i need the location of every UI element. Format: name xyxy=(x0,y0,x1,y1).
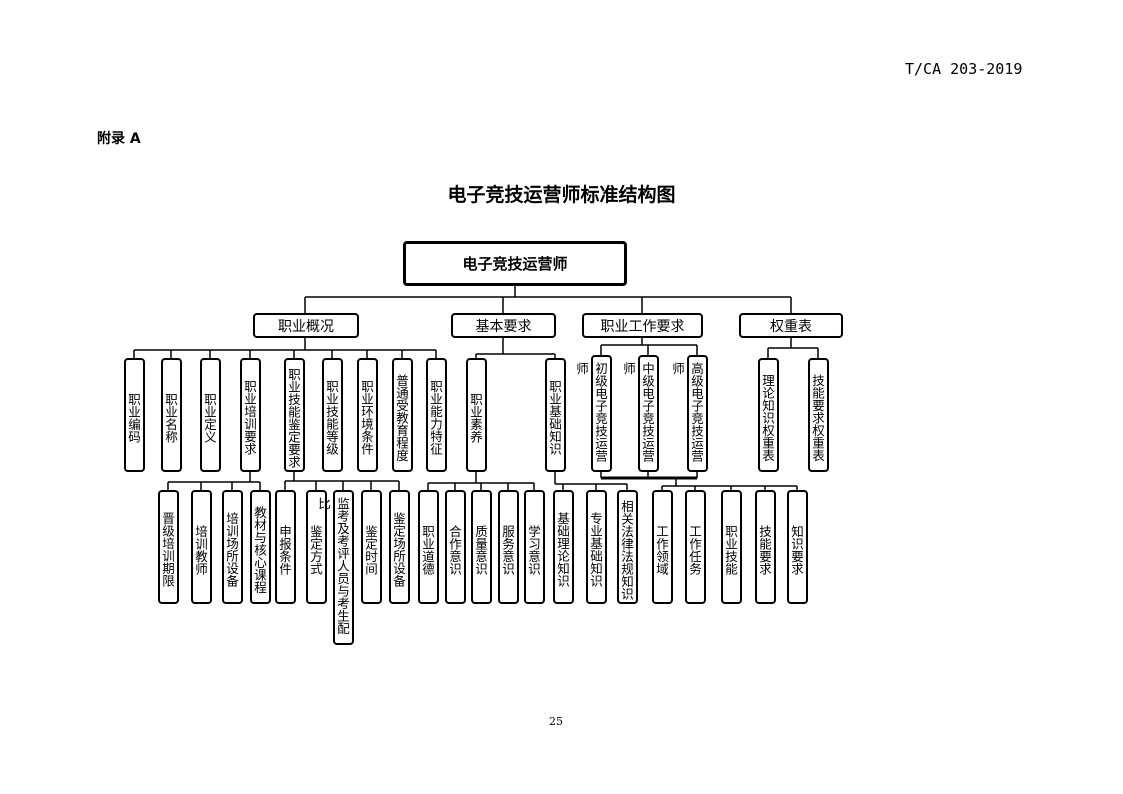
node-work-requirements: 职业工作要求 xyxy=(582,313,703,338)
leaf-work-area: 工作领域 xyxy=(652,490,673,604)
node-training: 职业培训要求 xyxy=(240,358,261,472)
leaf-appraisal-time: 鉴定时间 xyxy=(361,490,382,604)
leaf-skill-requirements: 技能要求 xyxy=(755,490,776,604)
node-code: 职业编码 xyxy=(124,358,145,472)
leaf-knowledge-requirements: 知识要求 xyxy=(787,490,808,604)
node-definition: 职业定义 xyxy=(200,358,221,472)
node-basic-knowledge: 职业基础知识 xyxy=(545,358,566,472)
node-theory-weights: 理论知识权重表 xyxy=(758,358,779,472)
leaf-theory: 基础理论知识 xyxy=(553,490,574,604)
node-name: 职业名称 xyxy=(161,358,182,472)
leaf-learning: 学习意识 xyxy=(524,490,545,604)
node-education: 普通受教育程度 xyxy=(392,358,413,472)
appendix-label: 附录 A xyxy=(97,131,141,147)
node-overview: 职业概况 xyxy=(253,313,359,338)
node-skill-weights: 技能要求权重表 xyxy=(808,358,829,472)
node-weights: 权重表 xyxy=(739,313,843,338)
leaf-cooperation: 合作意识 xyxy=(445,490,466,604)
leaf-textbooks: 教材与核心课程 xyxy=(250,490,271,604)
leaf-quality: 质量意识 xyxy=(471,490,492,604)
leaf-law: 相关法律法规知识 xyxy=(617,490,638,604)
node-skill-level: 职业技能等级 xyxy=(322,358,343,472)
leaf-training-period: 晋级培训期限 xyxy=(158,490,179,604)
node-senior: 高级电子竞技运营师 xyxy=(670,355,708,472)
node-literacy: 职业素养 xyxy=(466,358,487,472)
node-intermediate: 中级电子竞技运营师 xyxy=(621,355,659,472)
leaf-examiner-ratio: 监考及考评人员与考生配比 xyxy=(316,490,354,645)
root-node: 电子竞技运营师 xyxy=(403,241,627,286)
leaf-service: 服务意识 xyxy=(498,490,519,604)
node-environment: 职业环境条件 xyxy=(357,358,378,472)
node-junior: 初级电子竞技运营师 xyxy=(574,355,612,472)
leaf-appraisal-facilities: 鉴定场所设备 xyxy=(389,490,410,604)
page-number: 25 xyxy=(549,715,563,728)
leaf-ethics: 职业道德 xyxy=(418,490,439,604)
node-appraisal: 职业技能鉴定要求 xyxy=(284,358,305,472)
node-ability: 职业能力特征 xyxy=(426,358,447,472)
diagram-title: 电子竞技运营师标准结构图 xyxy=(447,184,676,206)
leaf-appraisal-method: 鉴定方式 xyxy=(306,490,327,604)
leaf-professional: 专业基础知识 xyxy=(586,490,607,604)
node-basic-requirements: 基本要求 xyxy=(451,313,556,338)
leaf-skills: 职业技能 xyxy=(721,490,742,604)
leaf-application: 申报条件 xyxy=(275,490,296,604)
standard-number: T/CA 203-2019 xyxy=(905,60,1023,78)
leaf-work-task: 工作任务 xyxy=(685,490,706,604)
leaf-teachers: 培训教师 xyxy=(191,490,212,604)
leaf-training-facilities: 培训场所设备 xyxy=(222,490,243,604)
